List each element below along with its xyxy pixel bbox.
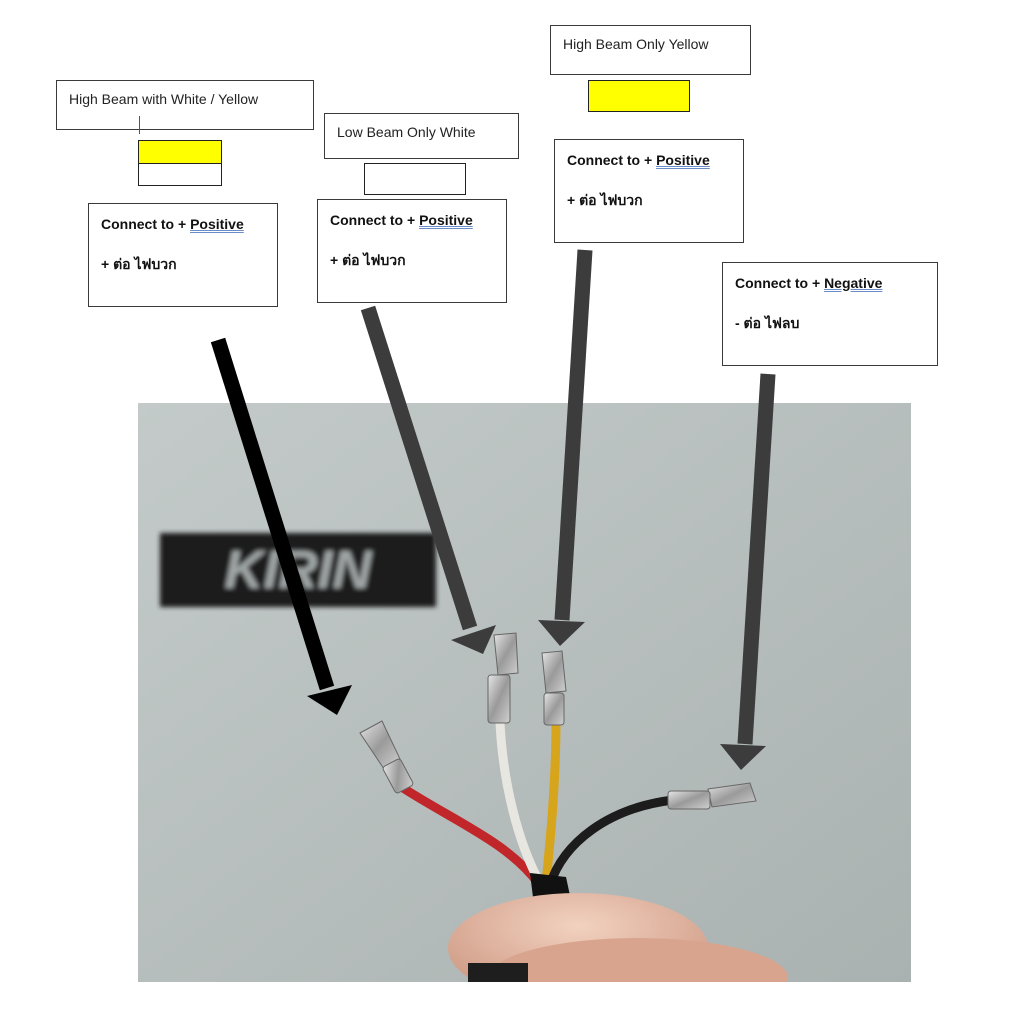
connect-box-2: Connect to + Positive + ต่อ ไฟบวก xyxy=(317,199,507,303)
connect-prefix: Connect to + xyxy=(101,216,191,232)
connect-box-1: Connect to + Positive + ต่อ ไฟบวก xyxy=(88,203,278,307)
swatch-white xyxy=(364,163,466,195)
wall-background xyxy=(138,403,911,982)
label-text: High Beam with White / Yellow xyxy=(69,91,259,107)
kirin-logo: KIRIN xyxy=(160,533,436,607)
connect-box-3: Connect to + Positive + ต่อ ไฟบวก xyxy=(554,139,744,243)
connect-keyword: Negative xyxy=(824,275,883,291)
wire-red xyxy=(398,783,543,888)
label-high-beam-white-yellow: High Beam with White / Yellow xyxy=(56,80,314,130)
swatch-yellow xyxy=(588,80,690,112)
connect-prefix: Connect to + xyxy=(330,212,420,228)
label-low-beam-white: Low Beam Only White xyxy=(324,113,519,159)
connect-text: Connect to + Positive xyxy=(567,152,731,168)
connect-prefix: Connect to + xyxy=(735,275,825,291)
connect-thai: - ต่อ ไฟลบ xyxy=(735,315,800,331)
swatch-yellow-half xyxy=(139,141,221,164)
terminal-black xyxy=(667,782,757,810)
label-text: Low Beam Only White xyxy=(337,124,476,140)
connect-keyword: Positive xyxy=(419,212,473,228)
connect-box-4: Connect to + Negative - ต่อ ไฟลบ xyxy=(722,262,938,366)
terminal-yellow xyxy=(541,650,567,726)
dark-object xyxy=(468,963,528,982)
wire-yellow xyxy=(541,716,561,888)
connect-text: Connect to + Negative xyxy=(735,275,925,291)
terminal-red xyxy=(359,720,414,794)
connect-keyword: Positive xyxy=(190,216,244,232)
terminal-white xyxy=(487,632,519,724)
connect-prefix: Connect to + xyxy=(567,152,657,168)
finger-lower xyxy=(488,938,788,982)
connect-keyword: Positive xyxy=(656,152,710,168)
logo-text: KIRIN xyxy=(225,540,373,600)
connect-thai: + ต่อ ไฟบวก xyxy=(567,192,643,208)
label-text: High Beam Only Yellow xyxy=(563,36,709,52)
connect-text: Connect to + Positive xyxy=(330,212,494,228)
label-tick xyxy=(139,116,140,134)
wire-white xyxy=(495,718,545,888)
connect-text: Connect to + Positive xyxy=(101,216,265,232)
connect-thai: + ต่อ ไฟบวก xyxy=(101,256,177,272)
wire-black xyxy=(545,795,678,890)
label-high-beam-yellow: High Beam Only Yellow xyxy=(550,25,751,75)
connect-thai: + ต่อ ไฟบวก xyxy=(330,252,406,268)
swatch-yellow-white xyxy=(138,140,222,186)
wiring-photo: KIRIN xyxy=(138,403,911,982)
